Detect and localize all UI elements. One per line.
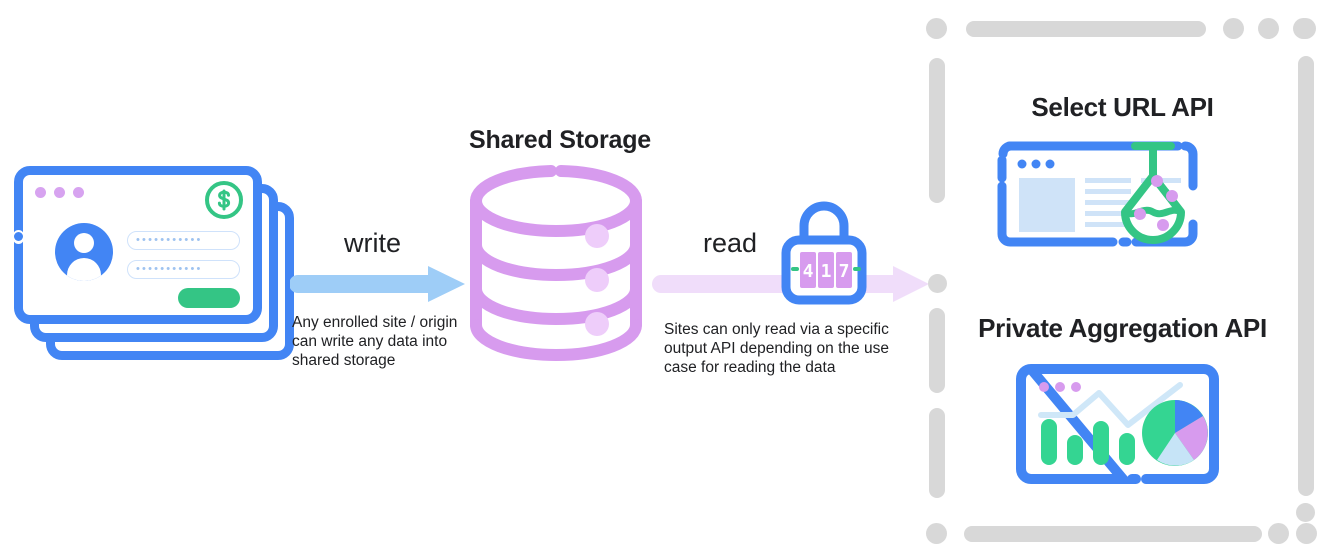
storage-dot-1 xyxy=(585,224,609,248)
read-label: read xyxy=(703,228,758,258)
write-label: write xyxy=(344,228,402,258)
frame-bar-left-3 xyxy=(929,408,945,498)
frame-dot-top-left xyxy=(926,18,947,39)
dollar-coin-icon xyxy=(205,181,243,219)
browser-window-front: ••••••••••• ••••••••••• xyxy=(14,166,262,324)
window-edge-dot xyxy=(14,232,23,241)
enrolled-sites-windows: ••••••••••• ••••••••••• xyxy=(13,166,294,360)
frame-bar-right xyxy=(1298,56,1314,496)
user-avatar-icon xyxy=(55,223,113,281)
frame-dot-right-top xyxy=(1295,18,1316,39)
write-arrow xyxy=(290,266,465,302)
svg-text:1: 1 xyxy=(821,261,832,282)
username-field[interactable]: ••••••••••• xyxy=(127,231,240,250)
select-url-api-title: Select URL API xyxy=(1031,92,1214,122)
frame-bar-bottom xyxy=(964,526,1262,542)
database-cylinder-icon xyxy=(469,165,643,361)
frame-bar-left-1 xyxy=(929,58,945,203)
read-caption: Sites can only read via a specific outpu… xyxy=(664,321,889,376)
frame-dot-left xyxy=(928,274,947,293)
frame-bar-left-2 xyxy=(929,308,945,393)
password-field[interactable]: ••••••••••• xyxy=(127,260,240,279)
window-dot-2 xyxy=(54,187,65,198)
frame-dot-top-2 xyxy=(1258,18,1279,39)
frame-dot-right-mid xyxy=(1296,503,1315,522)
storage-dot-2 xyxy=(585,268,609,292)
frame-bar-top xyxy=(966,21,1206,37)
shared-storage-title: Shared Storage xyxy=(469,126,651,154)
output-apis-panel: Select URL API xyxy=(920,8,1325,548)
private-aggregation-api-title: Private Aggregation API xyxy=(978,313,1267,343)
frame-dot-bottom-1 xyxy=(1268,523,1289,544)
svg-text:7: 7 xyxy=(839,261,850,282)
window-dots xyxy=(35,187,84,198)
avatar-body xyxy=(67,258,101,281)
analytics-dashboard-icon xyxy=(1016,363,1219,484)
avatar-head xyxy=(74,233,94,253)
frame-dot-bottom-2 xyxy=(1296,523,1317,544)
frame-dot-bottom-left xyxy=(926,523,947,544)
window-dot-1 xyxy=(35,187,46,198)
write-caption: Any enrolled site / origin can write any… xyxy=(292,314,458,369)
window-dot-3 xyxy=(73,187,84,198)
svg-text:4: 4 xyxy=(803,261,814,282)
frame-dot-top-1 xyxy=(1223,18,1244,39)
combination-padlock-icon: 4 1 7 xyxy=(781,201,867,305)
storage-dot-3 xyxy=(585,312,609,336)
browser-window-with-flask-icon xyxy=(997,141,1198,247)
submit-button[interactable] xyxy=(178,288,240,308)
